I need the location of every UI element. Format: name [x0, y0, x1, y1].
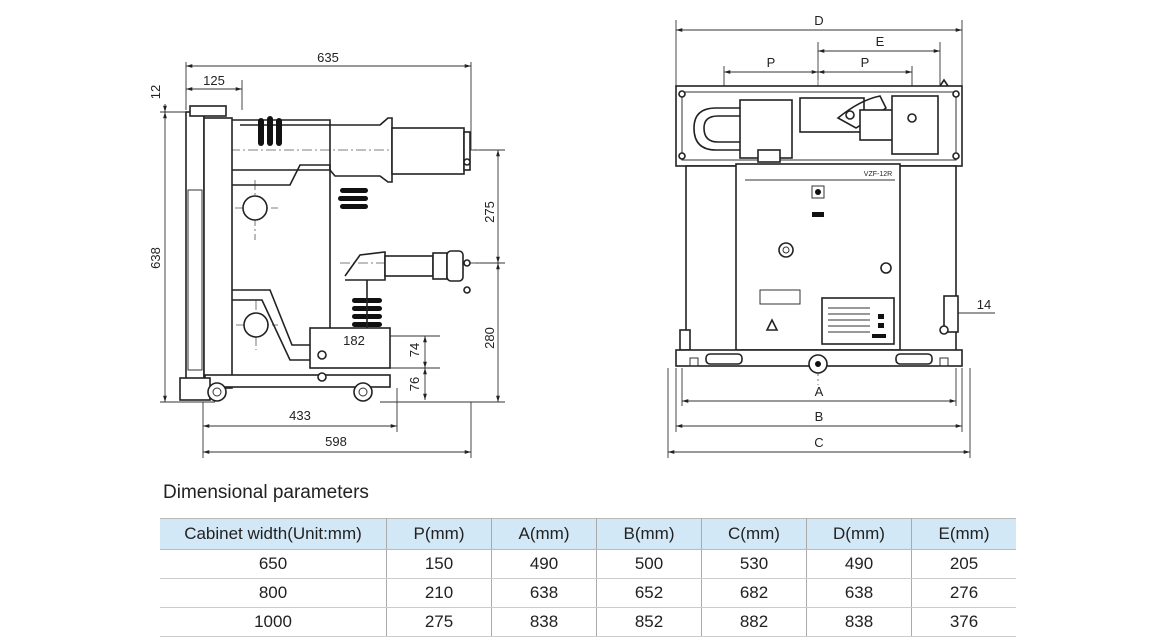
dim-upper-spacing: 275 [482, 201, 497, 223]
cell-d: 638 [806, 578, 912, 608]
dim-bottom-h1: 74 [407, 343, 422, 357]
header-c: C(mm) [701, 518, 807, 550]
dim-b: B [815, 409, 824, 424]
cell-a: 838 [491, 607, 597, 637]
dim-lower-height: 280 [482, 327, 497, 349]
params-table: Cabinet width(Unit:mm) P(mm) A(mm) B(mm)… [160, 518, 1016, 637]
dim-e: E [876, 34, 885, 49]
dim-wheel-base: 433 [289, 408, 311, 423]
table-row: 650 150 490 500 530 490 205 [160, 549, 1016, 579]
dim-base-width: 598 [325, 434, 347, 449]
header-p: P(mm) [386, 518, 492, 550]
cell-b: 500 [596, 549, 702, 579]
cell-b: 652 [596, 578, 702, 608]
dim-side-small: 14 [977, 297, 991, 312]
cell-c: 530 [701, 549, 807, 579]
front-view-drawing: VZF-12R [667, 20, 995, 458]
cell-cabinet-width: 650 [160, 549, 387, 579]
dim-bottom-h2: 76 [407, 377, 422, 391]
header-d: D(mm) [806, 518, 912, 550]
table-row: 1000 275 838 852 882 838 376 [160, 607, 1016, 637]
cell-d: 490 [806, 549, 912, 579]
cell-cabinet-width: 1000 [160, 607, 387, 637]
dim-top-offset: 125 [203, 73, 225, 88]
cell-e: 205 [911, 549, 1016, 579]
cell-p: 275 [386, 607, 492, 637]
cell-p: 210 [386, 578, 492, 608]
header-a: A(mm) [491, 518, 597, 550]
cell-p: 150 [386, 549, 492, 579]
params-title: Dimensional parameters [163, 482, 369, 503]
cell-d: 838 [806, 607, 912, 637]
cell-a: 490 [491, 549, 597, 579]
dim-overall-width: 635 [317, 50, 339, 65]
cell-c: 882 [701, 607, 807, 637]
technical-drawing: 635 125 12 638 275 280 182 74 76 433 598 [148, 13, 995, 458]
dim-d: D [814, 13, 823, 28]
dim-top-small: 12 [148, 85, 163, 99]
table-header-row: Cabinet width(Unit:mm) P(mm) A(mm) B(mm)… [160, 518, 1016, 550]
header-b: B(mm) [596, 518, 702, 550]
header-cabinet-width: Cabinet width(Unit:mm) [160, 518, 387, 550]
cell-e: 376 [911, 607, 1016, 637]
cell-b: 852 [596, 607, 702, 637]
dim-p-left: P [767, 55, 776, 70]
cell-c: 682 [701, 578, 807, 608]
cell-e: 276 [911, 578, 1016, 608]
dim-bottom-width: 182 [343, 333, 365, 348]
cell-cabinet-width: 800 [160, 578, 387, 608]
table-row: 800 210 638 652 682 638 276 [160, 578, 1016, 608]
dim-p-right: P [861, 55, 870, 70]
dim-a: A [815, 384, 824, 399]
dim-c: C [814, 435, 823, 450]
model-label: VZF-12R [864, 171, 892, 178]
side-view-drawing [160, 62, 505, 458]
cell-a: 638 [491, 578, 597, 608]
header-e: E(mm) [911, 518, 1016, 550]
dim-overall-height: 638 [148, 247, 163, 269]
